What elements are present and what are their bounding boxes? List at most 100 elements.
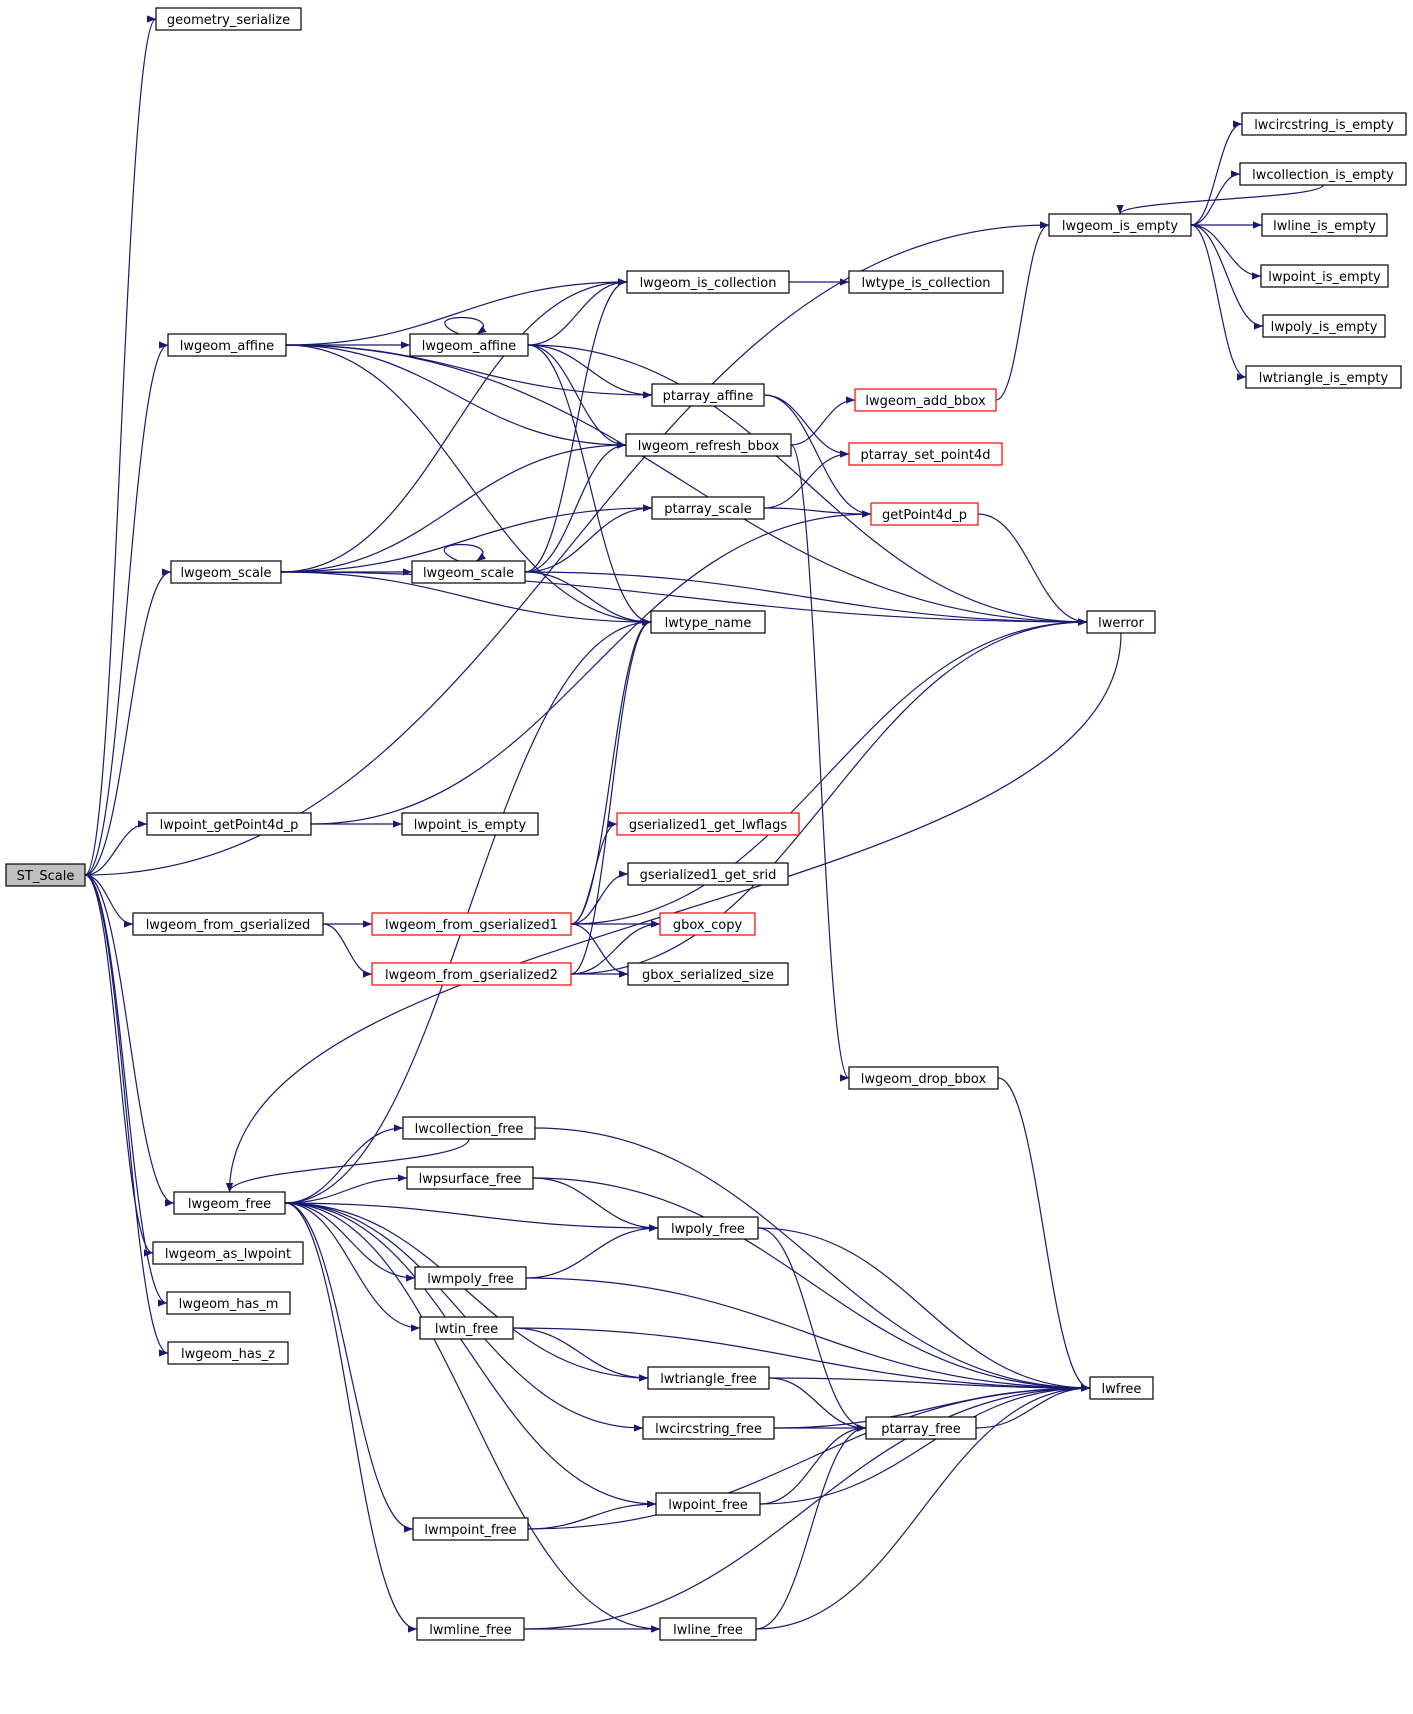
edge-lwgeom-from-gserialized-to-lwgeom-from-gserialized2 xyxy=(322,923,373,978)
node-lwline-free[interactable]: lwline_free xyxy=(659,1617,757,1641)
edge-st-scale-to-lwgeom-has-m xyxy=(84,874,168,1307)
node-lwpoly-is-empty[interactable]: lwpoly_is_empty xyxy=(1262,314,1386,338)
node-label: lwcircstring_free xyxy=(655,1422,762,1437)
node-gbox-copy[interactable]: gbox_copy xyxy=(659,912,756,936)
node-lwtype-is-collection[interactable]: lwtype_is_collection xyxy=(848,270,1004,294)
node-box xyxy=(870,502,979,526)
node-lwpsurface-free[interactable]: lwpsurface_free xyxy=(406,1166,534,1190)
node-lwtriangle-is-empty[interactable]: lwtriangle_is_empty xyxy=(1245,365,1402,389)
edge-lwgeom-affine-a-to-lwerror xyxy=(285,344,1088,626)
node-lwpoint-is-empty2[interactable]: lwpoint_is_empty xyxy=(1260,264,1389,288)
node-ptarray-affine[interactable]: ptarray_affine xyxy=(651,383,765,407)
node-label: lwtype_is_collection xyxy=(861,276,990,291)
node-lwtin-free[interactable]: lwtin_free xyxy=(419,1316,514,1340)
node-box xyxy=(5,863,86,887)
node-box xyxy=(414,1266,527,1290)
node-ptarray-set-point4d[interactable]: ptarray_set_point4d xyxy=(848,442,1003,466)
node-lwcollection-free[interactable]: lwcollection_free xyxy=(402,1116,536,1140)
node-lwgeom-drop-bbox[interactable]: lwgeom_drop_bbox xyxy=(848,1066,999,1090)
node-lwgeom-affine-b[interactable]: lwgeom_affine xyxy=(409,333,529,357)
node-box xyxy=(1262,314,1386,338)
node-lwmpoly-free[interactable]: lwmpoly_free xyxy=(414,1266,527,1290)
node-box xyxy=(409,333,529,357)
node-lwgeom-from-gserialized[interactable]: lwgeom_from_gserialized xyxy=(132,912,324,936)
node-label: lwmpoly_free xyxy=(427,1272,514,1287)
node-lwgeom-has-z[interactable]: lwgeom_has_z xyxy=(167,1341,289,1365)
node-lwfree[interactable]: lwfree xyxy=(1089,1376,1154,1400)
edge-lwgeom-is-empty-to-lwcircstring-is-empty xyxy=(1190,120,1243,226)
node-lwgeom-add-bbox[interactable]: lwgeom_add_bbox xyxy=(854,388,997,412)
node-label: lwtin_free xyxy=(435,1322,498,1337)
node-lwgeom-free[interactable]: lwgeom_free xyxy=(173,1191,286,1215)
node-label: ptarray_scale xyxy=(664,502,751,517)
node-lwgeom-from-gserialized2[interactable]: lwgeom_from_gserialized2 xyxy=(371,962,572,986)
edge-st-scale-to-lwgeom-has-z xyxy=(84,874,169,1357)
node-lwgeom-is-empty[interactable]: lwgeom_is_empty xyxy=(1048,213,1192,237)
node-label: lwgeom_free xyxy=(188,1197,271,1212)
node-ptarray-scale[interactable]: ptarray_scale xyxy=(651,496,765,520)
node-ptarray-free[interactable]: ptarray_free xyxy=(865,1416,977,1440)
node-box xyxy=(865,1416,977,1440)
node-lwerror[interactable]: lwerror xyxy=(1086,610,1156,634)
node-box xyxy=(1048,213,1192,237)
node-box xyxy=(411,560,526,584)
node-lwtype-name[interactable]: lwtype_name xyxy=(650,610,766,634)
node-lwpoint-free[interactable]: lwpoint_free xyxy=(655,1492,761,1516)
node-lwmline-free[interactable]: lwmline_free xyxy=(416,1617,525,1641)
node-box xyxy=(650,610,766,634)
node-lwpoint-is-empty[interactable]: lwpoint_is_empty xyxy=(401,812,539,836)
node-lwgeom-is-collection[interactable]: lwgeom_is_collection xyxy=(626,270,790,294)
edge-lwgeom-scale-a-to-ptarray-scale xyxy=(280,504,653,573)
node-gbox-serialized-size[interactable]: gbox_serialized_size xyxy=(627,962,789,986)
node-lwgeom-has-m[interactable]: lwgeom_has_m xyxy=(166,1291,291,1315)
node-get-point4d-p[interactable]: getPoint4d_p xyxy=(870,502,979,526)
edge-st-scale-to-lwgeom-free xyxy=(84,874,175,1207)
edge-lwmpoly-free-to-lwpoly-free xyxy=(525,1224,659,1279)
node-lwpoint-get-point4d-p[interactable]: lwpoint_getPoint4d_p xyxy=(146,812,312,836)
edge-lwpoly-free-to-lwfree xyxy=(757,1227,1091,1392)
node-box xyxy=(626,270,790,294)
edge-lwgeom-free-to-lwmpoly-free xyxy=(284,1202,416,1282)
edge-lwpoint-free-to-lwfree xyxy=(759,1384,1091,1505)
node-lwmpoint-free[interactable]: lwmpoint_free xyxy=(412,1517,529,1541)
edge-lwgeom-scale-b-to-lwgeom-scale-b xyxy=(443,543,486,562)
edge-lwgeom-scale-b-to-lwtype-name xyxy=(524,571,652,626)
node-label: lwline_free xyxy=(673,1623,743,1638)
node-lwcircstring-is-empty[interactable]: lwcircstring_is_empty xyxy=(1241,112,1407,136)
node-lwgeom-as-lwpoint[interactable]: lwgeom_as_lwpoint xyxy=(152,1241,304,1265)
node-box xyxy=(146,812,312,836)
edge-lwtriangle-free-to-ptarray-free xyxy=(768,1377,867,1432)
node-st-scale[interactable]: ST_Scale xyxy=(5,863,86,887)
node-label: lwpoly_free xyxy=(671,1222,745,1237)
node-lwgeom-scale-a[interactable]: lwgeom_scale xyxy=(170,560,282,584)
node-lwline-is-empty[interactable]: lwline_is_empty xyxy=(1261,213,1388,237)
node-lwcircstring-free[interactable]: lwcircstring_free xyxy=(642,1416,775,1440)
node-lwtriangle-free[interactable]: lwtriangle_free xyxy=(647,1366,770,1390)
edge-lwmpoint-free-to-lwfree xyxy=(527,1384,1091,1530)
node-lwgeom-refresh-bbox[interactable]: lwgeom_refresh_bbox xyxy=(625,433,792,457)
node-gserialized1-get-lwflags[interactable]: gserialized1_get_lwflags xyxy=(616,812,800,836)
node-box xyxy=(371,962,572,986)
node-box xyxy=(1086,610,1156,634)
edge-st-scale-to-lwgeom-is-empty xyxy=(84,221,1050,876)
node-lwgeom-scale-b[interactable]: lwgeom_scale xyxy=(411,560,526,584)
node-lwcollection-is-empty[interactable]: lwcollection_is_empty xyxy=(1239,162,1407,186)
edge-lwmpoly-free-to-lwfree xyxy=(525,1277,1091,1392)
node-lwgeom-affine-a[interactable]: lwgeom_affine xyxy=(167,333,287,357)
node-box xyxy=(642,1416,775,1440)
edge-get-point4d-p-to-lwerror xyxy=(977,513,1088,626)
edge-lwpoint-get-point4d-p-to-get-point4d-p xyxy=(310,510,872,825)
node-label: lwpoly_is_empty xyxy=(1271,320,1378,335)
node-box xyxy=(401,812,539,836)
edge-lwline-free-to-lwfree xyxy=(755,1384,1091,1630)
node-gserialized1-get-srid[interactable]: gserialized1_get_srid xyxy=(627,862,789,886)
edge-ptarray-affine-to-get-point4d-p xyxy=(763,394,872,518)
node-box xyxy=(173,1191,286,1215)
node-box xyxy=(651,383,765,407)
node-label: lwpoint_is_empty xyxy=(1268,270,1381,285)
node-box xyxy=(132,912,324,936)
node-geometry-serialize[interactable]: geometry_serialize xyxy=(155,7,302,31)
node-lwgeom-from-gserialized1[interactable]: lwgeom_from_gserialized1 xyxy=(371,912,572,936)
node-lwpoly-free[interactable]: lwpoly_free xyxy=(657,1216,759,1240)
node-label: ptarray_affine xyxy=(663,389,754,404)
